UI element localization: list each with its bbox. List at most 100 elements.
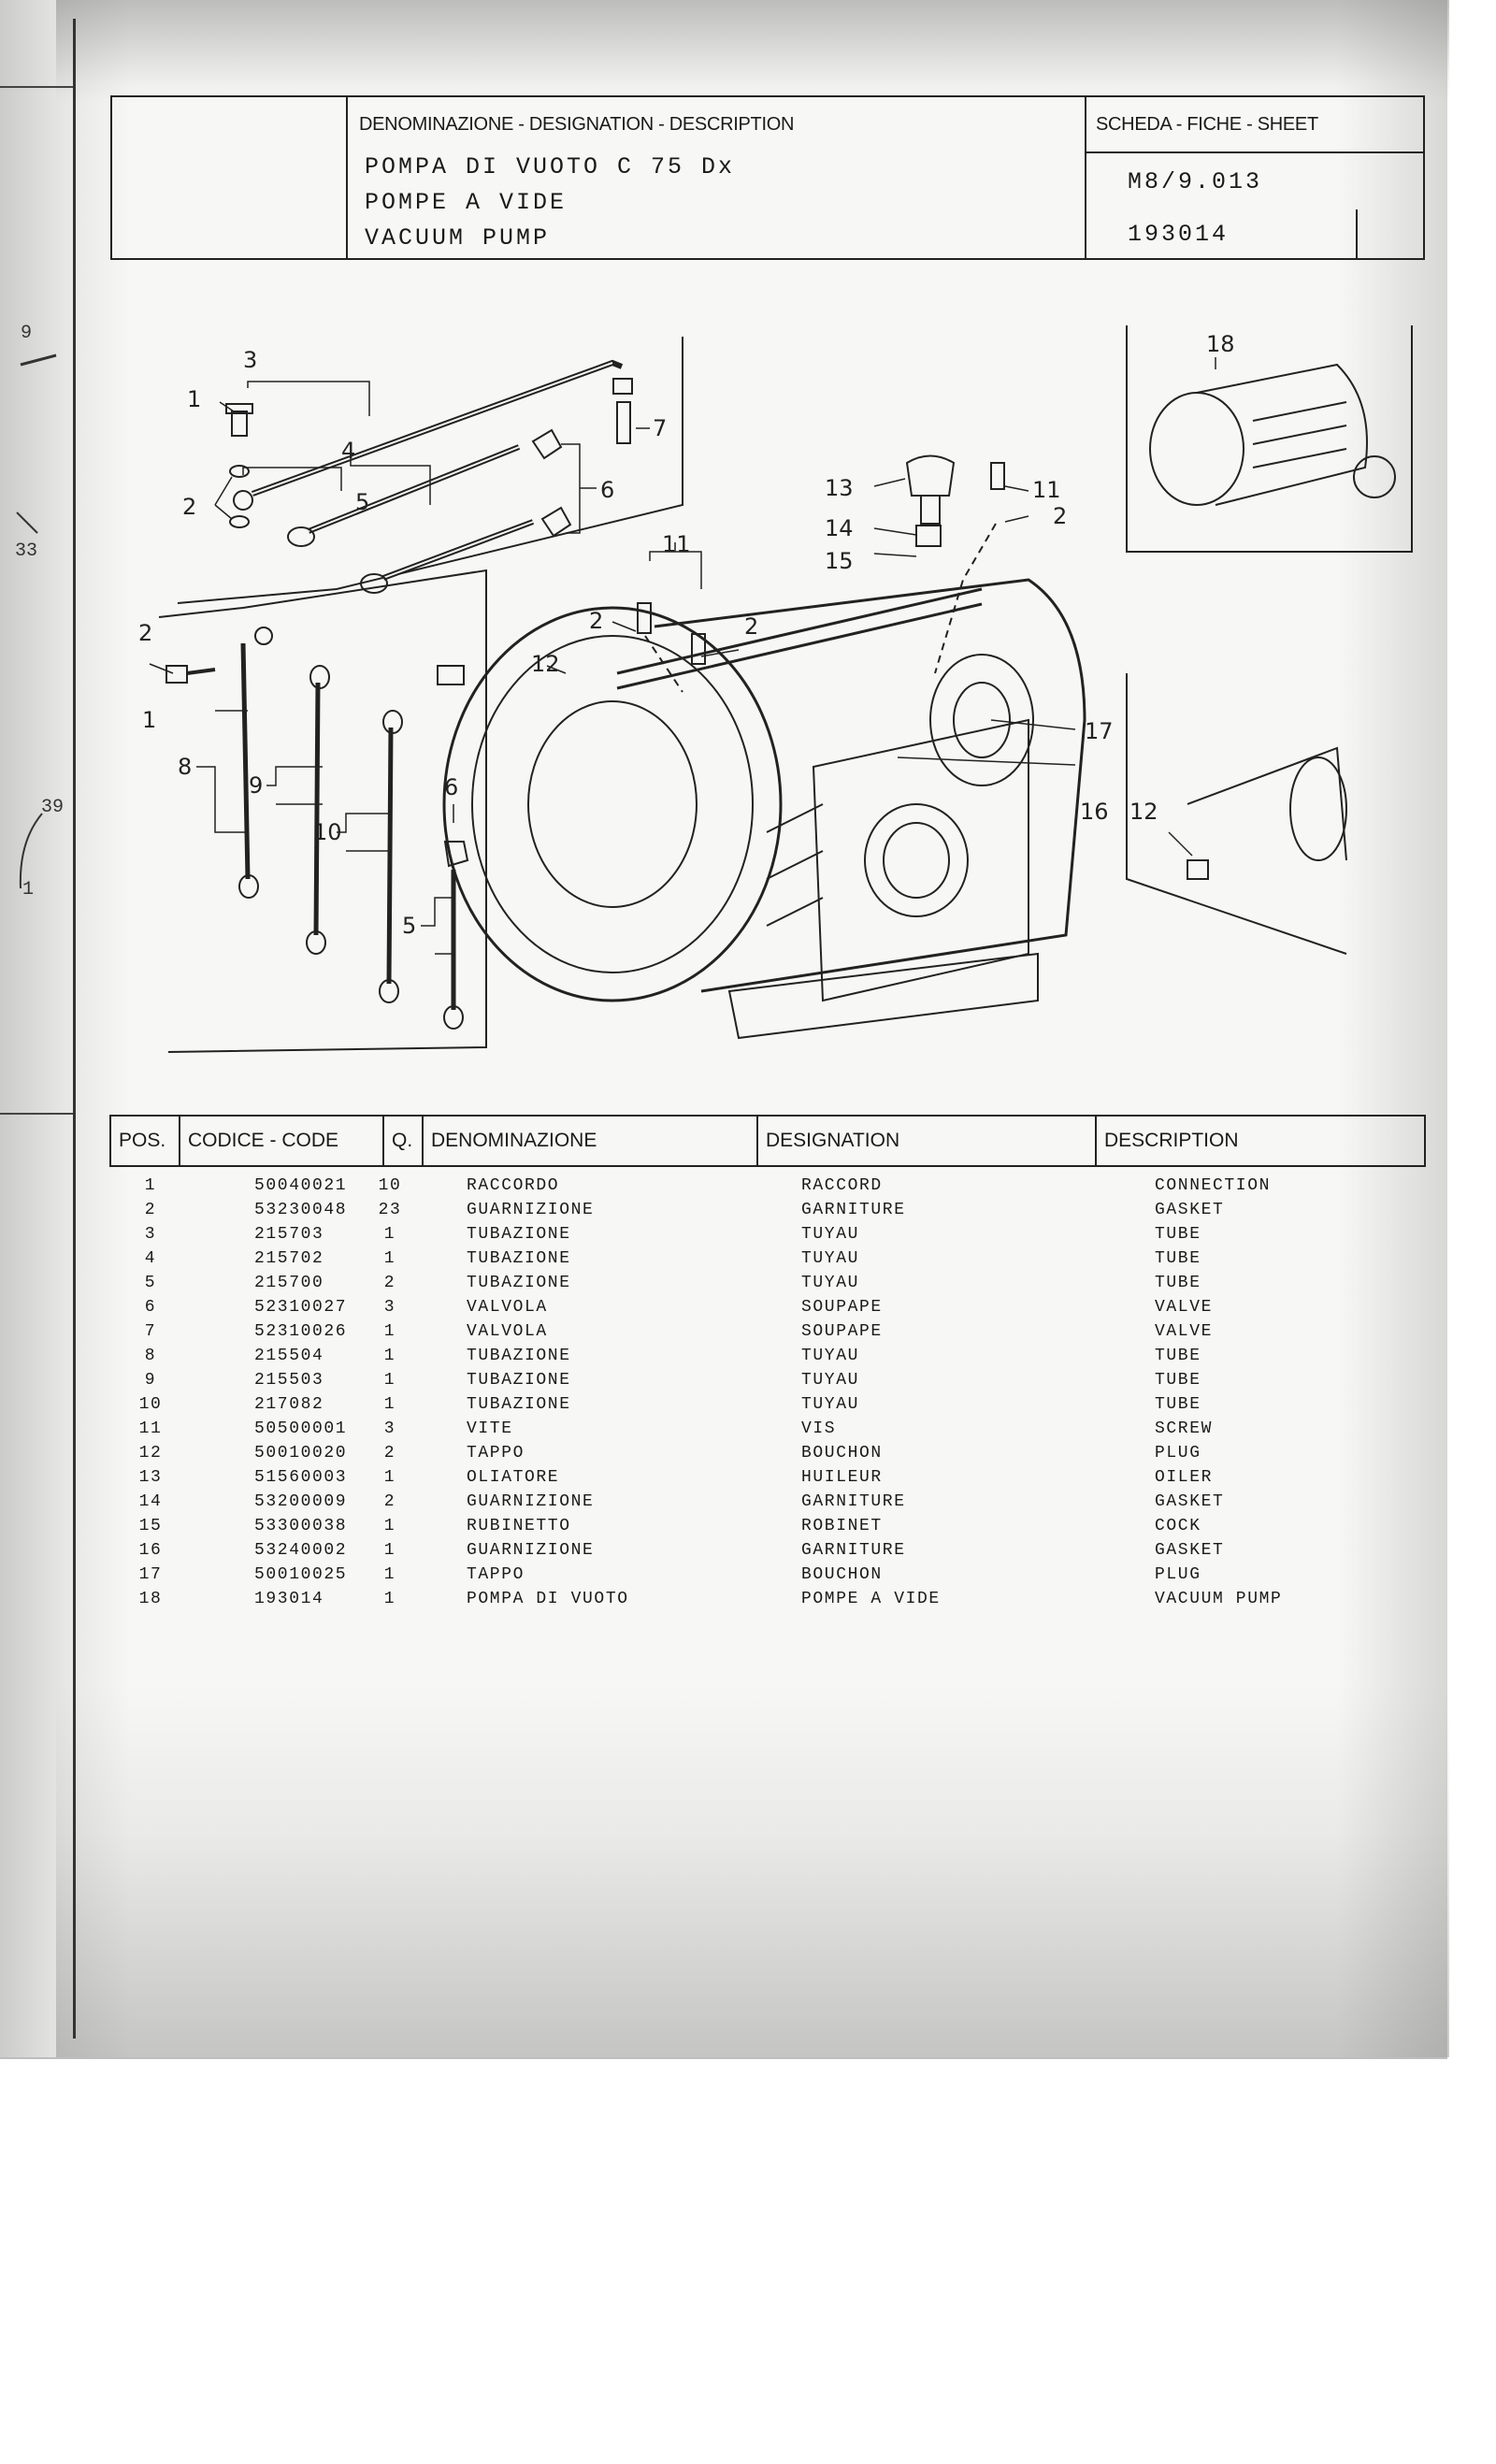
cell-italian: TUBAZIONE bbox=[467, 1225, 571, 1244]
cell-code: 53200009 bbox=[254, 1492, 348, 1511]
callout-2-center: 2 bbox=[589, 608, 603, 634]
cell-pos: 15 bbox=[138, 1517, 163, 1535]
cell-french: SOUPAPE bbox=[801, 1298, 883, 1317]
cell-english: COCK bbox=[1155, 1517, 1201, 1535]
valve-6 bbox=[531, 428, 572, 538]
cell-code: 52310026 bbox=[254, 1322, 348, 1341]
cell-english: PLUG bbox=[1155, 1444, 1201, 1463]
screw-11 bbox=[637, 462, 1005, 665]
callout-5-lower: 5 bbox=[402, 913, 416, 939]
cell-pos: 17 bbox=[138, 1565, 163, 1584]
callout-4: 4 bbox=[341, 438, 355, 464]
dashed-leader bbox=[644, 635, 683, 693]
callout-8: 8 bbox=[178, 754, 192, 780]
cell-pos: 13 bbox=[138, 1468, 163, 1487]
cell-pos: 8 bbox=[144, 1347, 157, 1365]
callout-13: 13 bbox=[825, 475, 854, 501]
cell-english: VALVE bbox=[1155, 1322, 1214, 1341]
callout-2-right: 2 bbox=[1053, 503, 1067, 529]
cell-code: 50500001 bbox=[254, 1419, 348, 1438]
cell-pos: 3 bbox=[144, 1225, 157, 1244]
inset-frame bbox=[177, 337, 683, 604]
scan-shadow-bottom bbox=[56, 1683, 1449, 2057]
callout-6-lower: 6 bbox=[444, 774, 458, 800]
col-header-italian: DENOMINAZIONE bbox=[424, 1117, 758, 1165]
cell-french: HUILEUR bbox=[801, 1468, 883, 1487]
cell-italian: TUBAZIONE bbox=[467, 1274, 571, 1292]
cell-pos: 18 bbox=[138, 1590, 163, 1608]
cell-qty: 1 bbox=[383, 1225, 396, 1244]
cell-qty: 1 bbox=[383, 1371, 396, 1390]
cell-english: TUBE bbox=[1155, 1225, 1201, 1244]
cell-english: CONNECTION bbox=[1155, 1176, 1272, 1195]
cell-english: SCREW bbox=[1155, 1419, 1214, 1438]
tube-10 bbox=[379, 710, 403, 1003]
cell-pos: 14 bbox=[138, 1492, 163, 1511]
cell-code: 215703 bbox=[254, 1225, 324, 1244]
margin-ref: 39 bbox=[41, 797, 65, 818]
cell-italian: GUARNIZIONE bbox=[467, 1541, 595, 1560]
col-header-english: DESCRIPTION bbox=[1104, 1130, 1239, 1151]
pump-thumbnail-18 bbox=[1149, 363, 1396, 506]
col-header-qty: Q. bbox=[384, 1117, 424, 1165]
sheet-number: M8/9.013 bbox=[1128, 168, 1263, 195]
margin-ref: 33 bbox=[15, 540, 38, 562]
cell-qty: 1 bbox=[383, 1541, 396, 1560]
cell-english: GASKET bbox=[1155, 1201, 1225, 1219]
cell-french: TUYAU bbox=[801, 1274, 860, 1292]
cell-french: GARNITURE bbox=[801, 1201, 906, 1219]
cell-italian: VALVOLA bbox=[467, 1322, 548, 1341]
cell-pos: 4 bbox=[144, 1249, 157, 1268]
tube-4 bbox=[287, 444, 521, 547]
cell-code: 53300038 bbox=[254, 1517, 348, 1535]
cell-pos: 6 bbox=[144, 1298, 157, 1317]
cell-english: GASKET bbox=[1155, 1492, 1225, 1511]
cell-italian: TAPPO bbox=[467, 1565, 525, 1584]
fitting-1-lower bbox=[165, 665, 216, 684]
tube-3 bbox=[233, 359, 624, 511]
cell-english: PLUG bbox=[1155, 1565, 1201, 1584]
title-french: POMPE A VIDE bbox=[365, 189, 568, 216]
cell-french: POMPE A VIDE bbox=[801, 1590, 941, 1608]
part-code: 193014 bbox=[1128, 221, 1230, 248]
cell-english: TUBE bbox=[1155, 1274, 1201, 1292]
callout-leaders bbox=[149, 357, 1216, 955]
callout-12: 12 bbox=[531, 651, 560, 677]
callout-14: 14 bbox=[825, 515, 854, 541]
callout-16: 16 bbox=[1080, 799, 1109, 825]
callout-1: 1 bbox=[187, 386, 201, 412]
pump-body bbox=[442, 578, 1086, 1040]
exploded-view-diagram: 1 2 3 4 5 6 7 2 1 8 9 10 5 6 11 2 2 12 1… bbox=[138, 325, 1413, 1053]
callout-10: 10 bbox=[313, 819, 342, 845]
cell-italian: RACCORDO bbox=[467, 1176, 560, 1195]
callout-3: 3 bbox=[243, 347, 257, 373]
callout-6: 6 bbox=[600, 477, 614, 503]
callout-5: 5 bbox=[355, 489, 369, 515]
callout-2: 2 bbox=[182, 494, 196, 520]
col-header-code: CODICE - CODE bbox=[180, 1117, 384, 1165]
cell-english: TUBE bbox=[1155, 1371, 1201, 1390]
cell-qty: 3 bbox=[383, 1298, 396, 1317]
cell-pos: 16 bbox=[138, 1541, 163, 1560]
title-divider bbox=[346, 97, 348, 258]
scan-shadow-right bbox=[1337, 0, 1447, 2057]
cell-french: RACCORD bbox=[801, 1176, 883, 1195]
cell-english: VACUUM PUMP bbox=[1155, 1590, 1283, 1608]
cell-code: 50010020 bbox=[254, 1444, 348, 1463]
margin-marks bbox=[16, 353, 57, 889]
tube-5 bbox=[360, 519, 535, 594]
cell-qty: 1 bbox=[383, 1565, 396, 1584]
cell-code: 52310027 bbox=[254, 1298, 348, 1317]
page-edge-line bbox=[73, 19, 76, 2039]
tube-8 bbox=[238, 627, 273, 899]
cell-pos: 2 bbox=[144, 1201, 157, 1219]
cell-english: GASKET bbox=[1155, 1541, 1225, 1560]
